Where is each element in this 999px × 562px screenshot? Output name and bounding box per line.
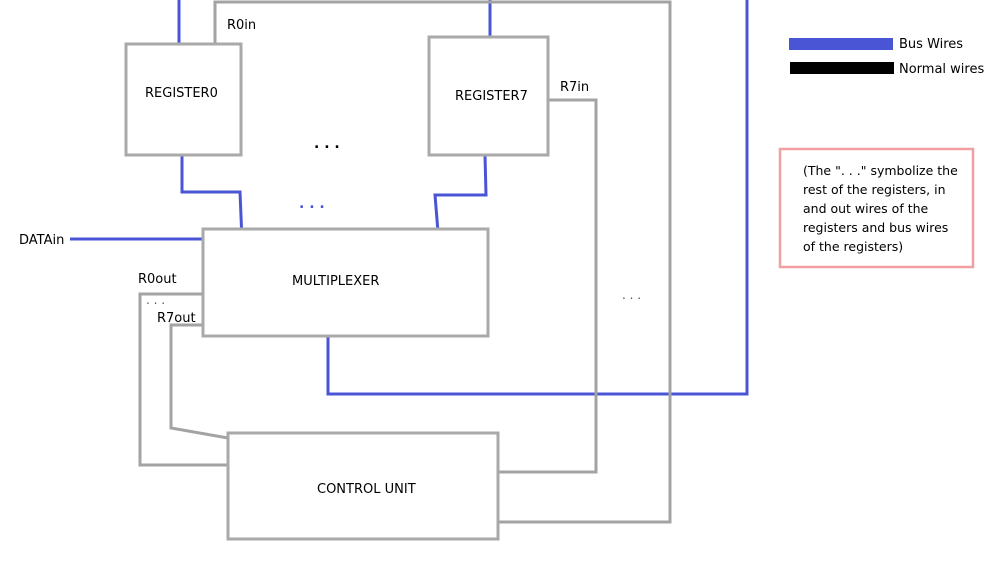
- register0-box: [124, 42, 243, 157]
- legend-bus-label: Bus Wires: [899, 37, 963, 52]
- control-unit-block: CONTROL UNIT: [226, 431, 500, 541]
- r0in-label: R0in: [227, 18, 256, 33]
- register7-box: [427, 35, 550, 157]
- bus-wire-mux-output: [326, 0, 749, 396]
- wire-r7out: [169, 323, 229, 440]
- note-box: [778, 147, 975, 269]
- legend: Bus Wires Normal wires: [789, 37, 984, 77]
- register0-label: REGISTER0: [145, 86, 218, 101]
- legend-normal-label: Normal wires: [899, 62, 984, 77]
- datain-label: DATAin: [19, 233, 64, 248]
- register0-block: REGISTER0: [124, 42, 243, 157]
- r7in-label: R7in: [560, 80, 589, 95]
- control-unit-box: [226, 431, 500, 541]
- bus-wires: [70, 0, 749, 396]
- wire-r0out: [138, 292, 228, 467]
- wire-r7in: [498, 98, 598, 474]
- legend-normal-swatch: [790, 62, 894, 74]
- ellipsis-between-registers: . . .: [314, 136, 340, 152]
- register7-block: REGISTER7: [427, 35, 550, 157]
- ellipsis-in-wires: . . .: [622, 288, 641, 302]
- ellipsis-out-wires: . . .: [146, 293, 165, 307]
- register7-label: REGISTER7: [455, 89, 528, 104]
- note-line: rest of the registers, in: [803, 182, 946, 197]
- r0out-label: R0out: [138, 272, 177, 287]
- control-unit-label: CONTROL UNIT: [317, 482, 416, 497]
- legend-bus-swatch: [789, 38, 893, 50]
- note-line: and out wires of the: [803, 201, 929, 216]
- multiplexer-label: MULTIPLEXER: [292, 274, 379, 289]
- note-line: (The ". . ." symbolize the: [803, 163, 958, 178]
- multiplexer-block: MULTIPLEXER: [201, 227, 490, 338]
- multiplexer-box: [201, 227, 490, 338]
- ellipsis-bus-wires: . . .: [299, 196, 325, 212]
- bus-wire-register7-to-mux: [433, 154, 488, 233]
- bus-wire-register0-to-mux: [180, 155, 244, 241]
- r7out-label: R7out: [157, 311, 196, 326]
- normal-wires: [138, 0, 672, 524]
- note: (The ". . ." symbolize the rest of the r…: [778, 147, 975, 269]
- note-line: of the registers): [803, 239, 903, 254]
- wire-r0in: [213, 0, 672, 524]
- note-line: registers and bus wires: [803, 220, 948, 235]
